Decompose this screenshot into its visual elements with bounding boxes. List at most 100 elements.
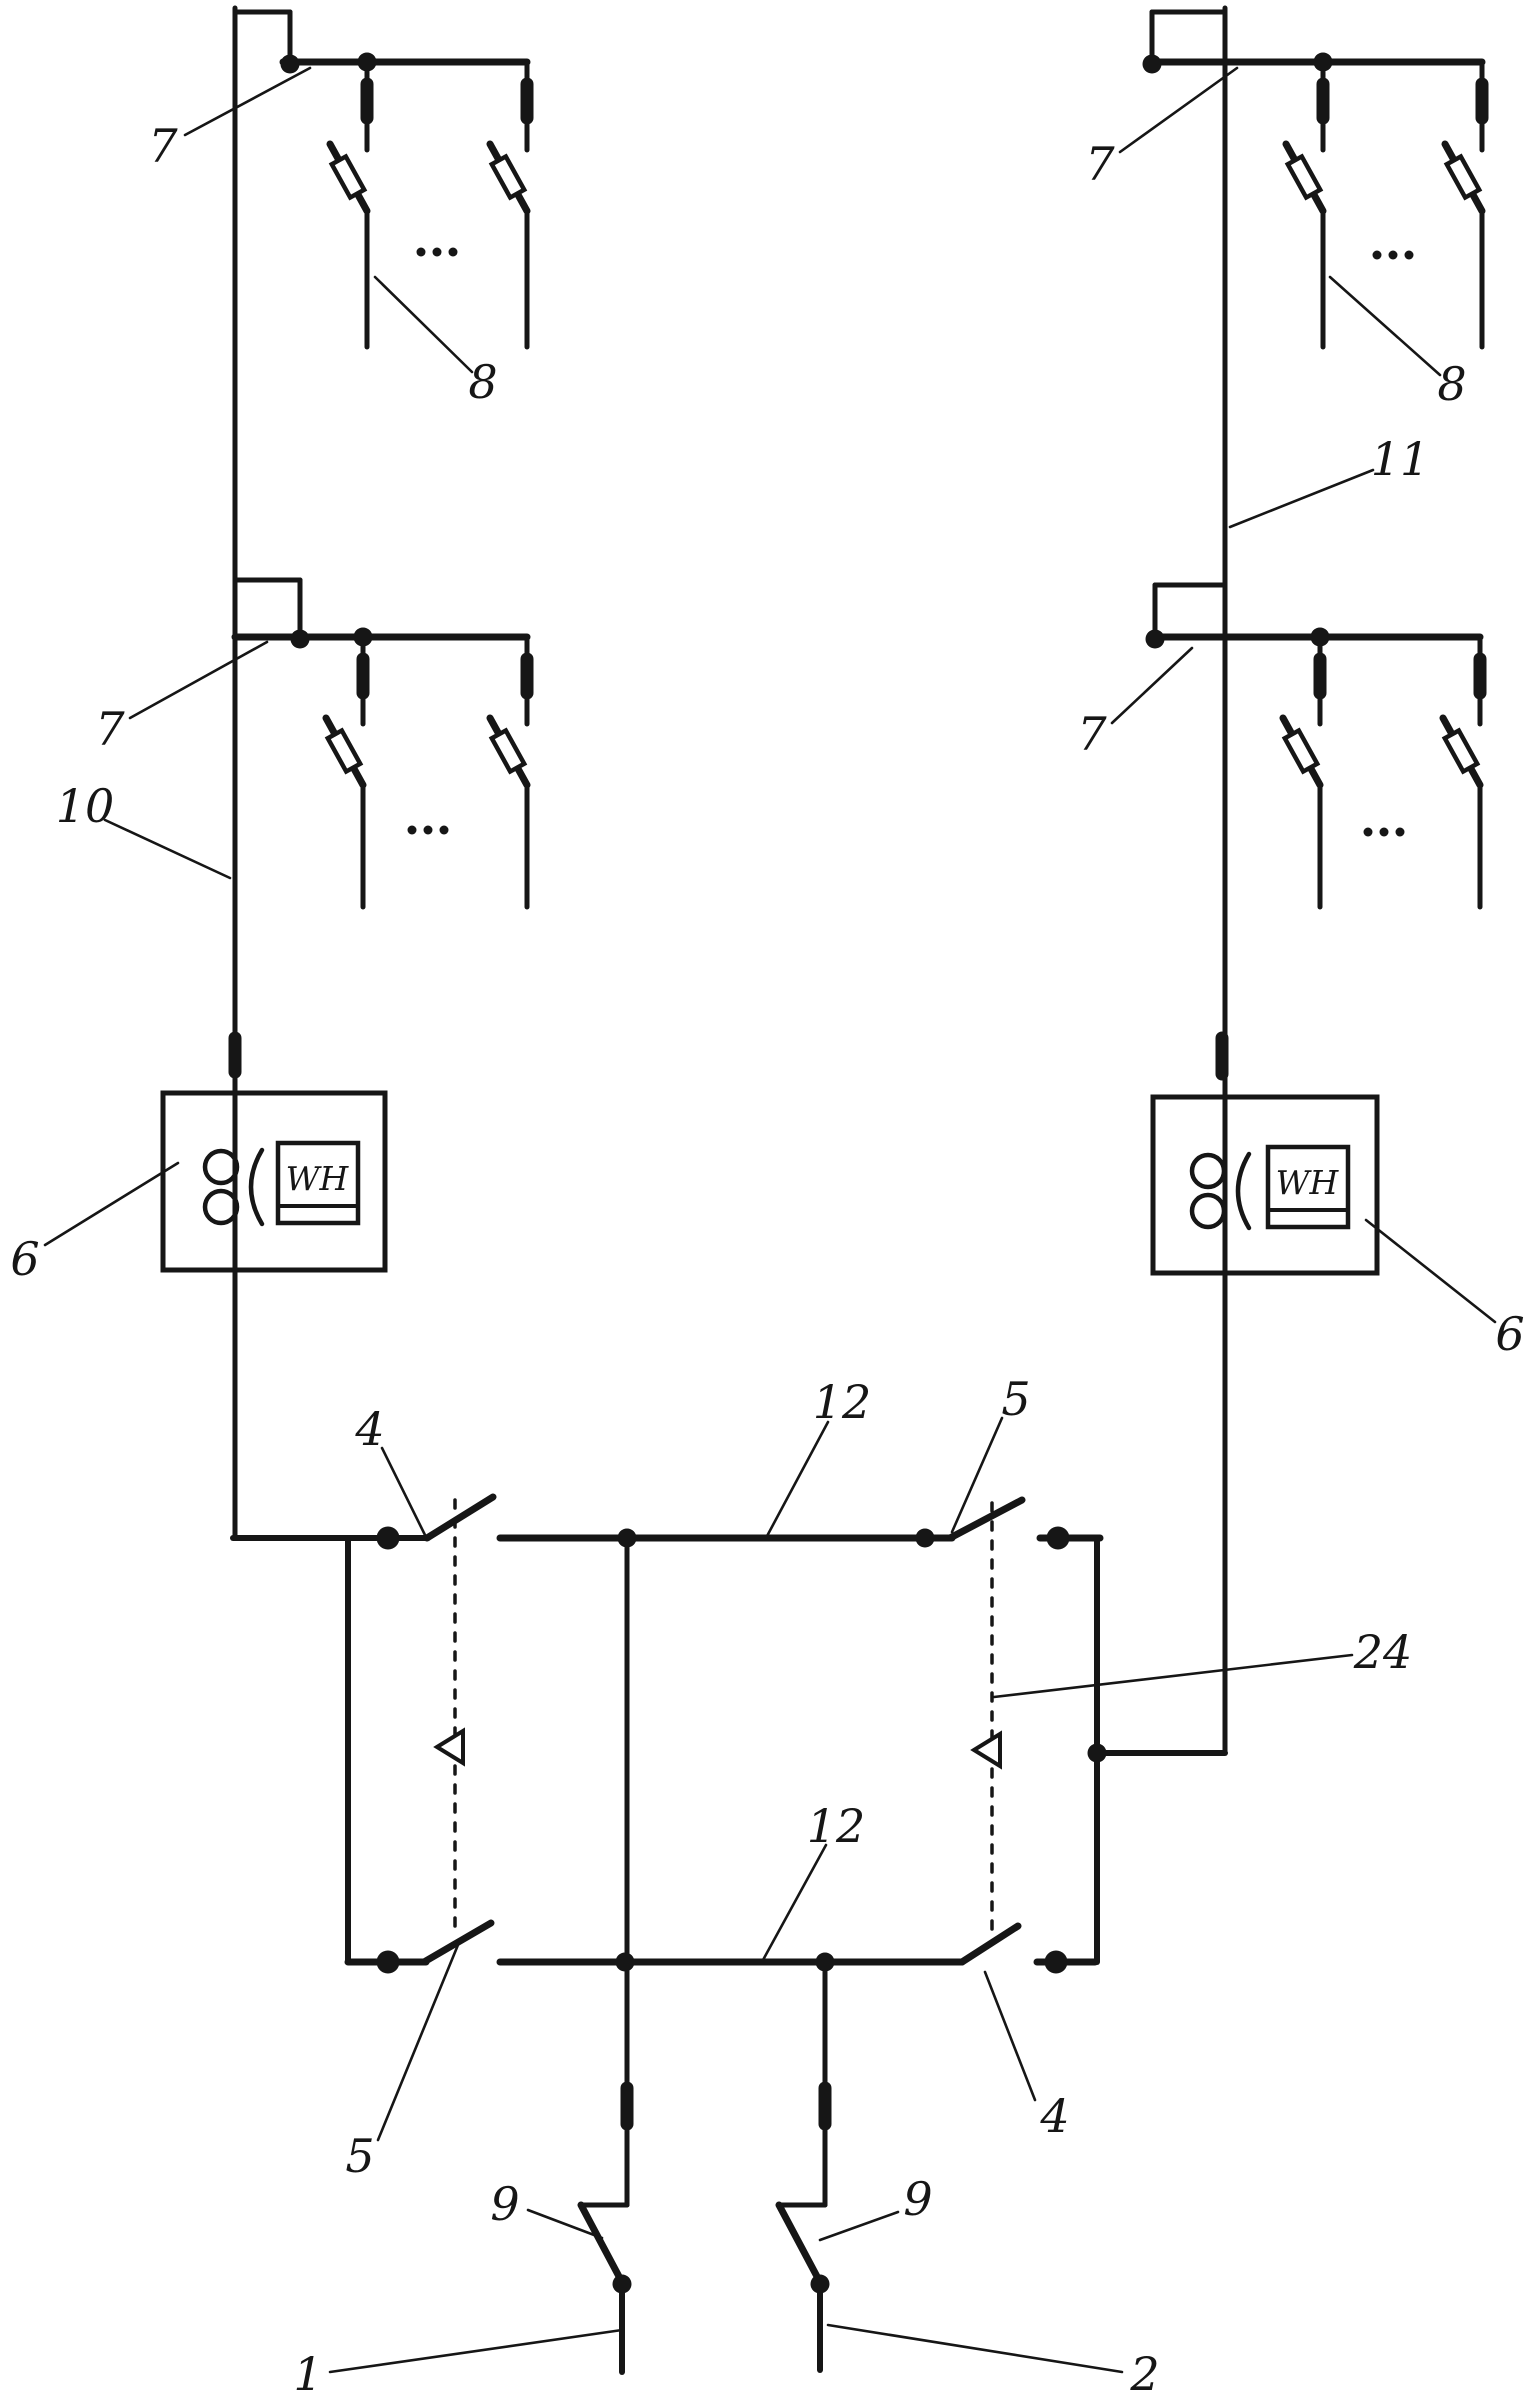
leader-4-top <box>380 1446 427 1537</box>
leader-6-right <box>1364 1218 1497 1324</box>
cartridge-d1 <box>1281 727 1321 775</box>
label-7-tier1-left: 7 <box>148 119 178 173</box>
label-7-tier2-left: 7 <box>95 702 125 756</box>
junction-ring-feeder-jog <box>1087 1743 1107 1763</box>
label-1-outgoing: 1 <box>293 2347 322 2401</box>
leader-10 <box>103 818 232 880</box>
more-branches-tier1-right-dot-2 <box>1404 250 1414 260</box>
junction-tier2-left-tap <box>290 629 310 649</box>
ct-coil-left-1 <box>202 1148 240 1186</box>
switch-5-bottom-blade <box>420 1919 495 1966</box>
switch-4-top-blade <box>423 1493 497 1542</box>
contact-switch5-top <box>1046 1526 1070 1550</box>
more-branches-tier1-left-dot-2 <box>448 247 458 257</box>
switch-9-left-blade <box>577 2201 627 2288</box>
cartridge-b1 <box>1284 153 1324 201</box>
more-branches-tier1-left-dot-1 <box>432 247 442 257</box>
meter-box-right <box>1150 1094 1380 1276</box>
linkage-arrow-left <box>433 1727 465 1767</box>
junction-ring-bottom-out2 <box>815 1952 835 1972</box>
more-branches-tier1-right-dot-0 <box>1372 250 1382 260</box>
more-branches-tier2-right-dot-2 <box>1395 827 1405 837</box>
junction-tier2-right-tap <box>1145 629 1165 649</box>
label-11-feeder: 11 <box>1371 432 1430 486</box>
leader-5-top <box>950 1416 1004 1534</box>
more-branches-tier2-left-dot-0 <box>407 825 417 835</box>
contact-switch5-bottom <box>376 1950 400 1974</box>
label-6-meter-right: 6 <box>1495 1307 1524 1361</box>
more-branches-tier1-right-dot-1 <box>1388 250 1398 260</box>
label-5-bottom: 5 <box>345 2129 374 2183</box>
leader-7-tier2-right <box>1110 646 1194 725</box>
meter-box-left <box>160 1090 388 1273</box>
leader-8-tier1-right <box>1328 275 1442 377</box>
leader-5-bottom <box>376 1938 462 2142</box>
label-7-tier1-right: 7 <box>1085 137 1115 191</box>
cartridge-b2 <box>1443 153 1483 201</box>
meter-register-right <box>1265 1144 1351 1230</box>
leader-6-left <box>43 1161 180 1247</box>
ct-bracket-right <box>1235 1151 1252 1231</box>
leader-9-right <box>818 2210 900 2242</box>
ct-coil-right-2 <box>1189 1192 1227 1230</box>
label-12-bottom: 12 <box>807 1799 866 1853</box>
leader-7-tier1-left <box>183 66 312 137</box>
label-8-tier1-right: 8 <box>1437 357 1466 411</box>
leader-12-bottom <box>761 1843 828 1962</box>
junction-a1 <box>357 52 377 72</box>
leader-7-tier2-left <box>128 640 269 720</box>
leader-9-left <box>526 2208 604 2240</box>
junction-switch5-top-contact <box>915 1528 935 1548</box>
label-5-top: 5 <box>1001 1372 1030 1426</box>
cartridge-c1 <box>324 727 364 775</box>
junction-ring-bottom-out1 <box>615 1952 635 1972</box>
label-wh-right: WH <box>1276 1163 1340 1202</box>
leader-24 <box>992 1653 1354 1699</box>
label-wh-left: WH <box>286 1159 350 1198</box>
cartridge-c2 <box>488 727 528 775</box>
label-4-bottom: 4 <box>1039 2089 1069 2143</box>
label-24-linkage: 24 <box>1353 1625 1413 1679</box>
label-10-feeder: 10 <box>56 779 115 833</box>
meter-register-left <box>275 1140 361 1226</box>
more-branches-tier2-left-dot-2 <box>439 825 449 835</box>
more-branches-tier1-left-dot-0 <box>416 247 426 257</box>
label-4-top: 4 <box>354 1402 384 1456</box>
label-6-meter-left: 6 <box>10 1232 39 1286</box>
leader-1 <box>328 2328 624 2374</box>
leader-11 <box>1228 468 1375 529</box>
linkage-arrow-right <box>970 1730 1002 1770</box>
junction-d1 <box>1310 627 1330 647</box>
contact-switch4-bottom <box>1044 1950 1068 1974</box>
leader-8-tier1-left <box>373 275 474 374</box>
label-9-left: 9 <box>490 2177 519 2231</box>
junction-switch9-left-out <box>612 2274 632 2294</box>
junction-c1 <box>353 627 373 647</box>
cartridge-a2 <box>488 153 528 201</box>
label-2-outgoing: 2 <box>1129 2347 1159 2401</box>
junction-tier1-left-tap <box>280 54 300 74</box>
ct-coil-right-1 <box>1189 1152 1227 1190</box>
leader-12-top <box>764 1420 830 1540</box>
more-branches-tier2-right-dot-0 <box>1363 827 1373 837</box>
label-9-right: 9 <box>903 2172 932 2226</box>
contact-switch4-top <box>376 1526 400 1550</box>
cartridge-d2 <box>1441 727 1481 775</box>
switch-4-bottom-blade <box>958 1922 1022 1966</box>
label-7-tier2-right: 7 <box>1077 707 1107 761</box>
leader-7-tier1-right <box>1118 66 1239 154</box>
more-branches-tier2-right-dot-1 <box>1379 827 1389 837</box>
ct-bracket-left <box>248 1147 265 1227</box>
label-8-tier1-left: 8 <box>468 355 497 409</box>
more-branches-tier2-left-dot-1 <box>423 825 433 835</box>
ct-coil-left-2 <box>202 1188 240 1226</box>
junction-ring-top-out1 <box>617 1528 637 1548</box>
junction-tier1-right-tap <box>1142 54 1162 74</box>
switch-5-top-blade <box>946 1496 1026 1542</box>
label-12-top: 12 <box>813 1375 872 1429</box>
junction-switch9-right-out <box>810 2274 830 2294</box>
junction-b1 <box>1313 52 1333 72</box>
cartridge-a1 <box>328 153 368 201</box>
